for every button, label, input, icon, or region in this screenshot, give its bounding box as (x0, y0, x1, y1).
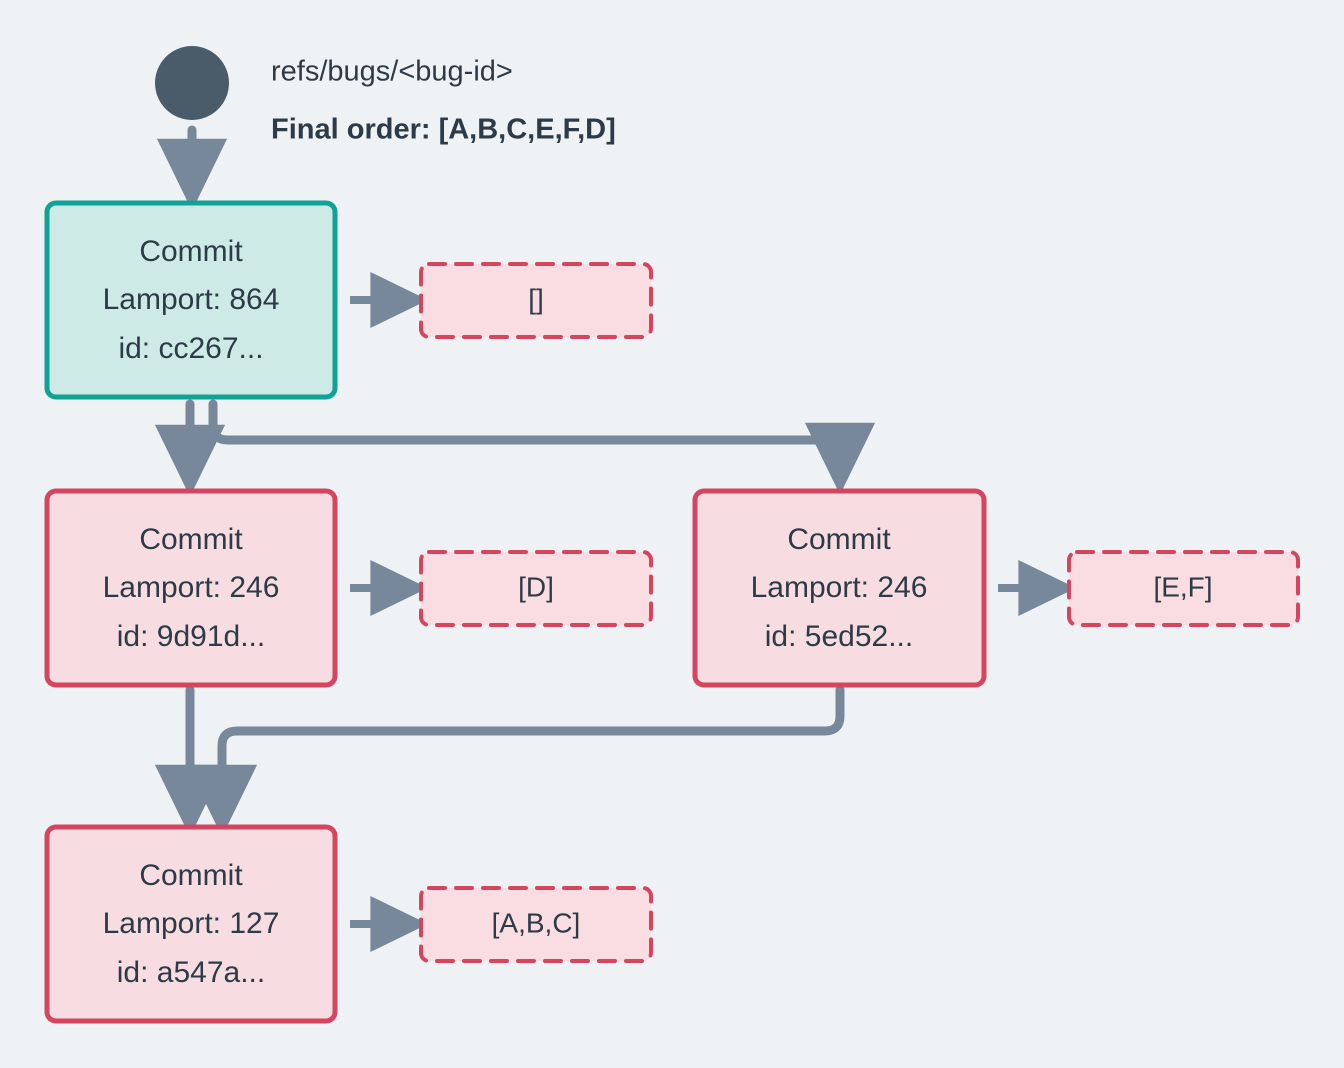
commit-node-9d91d-id: id: 9d91d... (117, 620, 265, 653)
final-order-label: Final order: [A,B,C,E,F,D] (271, 114, 616, 146)
edge-5ed52-to-a547a (186, 685, 845, 837)
commit-node-5ed52-lamport: Lamport: 246 (751, 571, 928, 604)
commit-node-9d91d-lamport: Lamport: 246 (103, 571, 280, 604)
commit-node-9d91d[interactable]: Commit Lamport: 246 id: 9d91d... (44, 488, 338, 688)
operations-box-cc267-rect (419, 262, 653, 339)
commit-node-5ed52-id: id: 5ed52... (765, 620, 913, 653)
commit-node-cc267[interactable]: Commit Lamport: 864 id: cc267... (44, 200, 338, 400)
commit-node-5ed52-title: Commit (787, 523, 891, 556)
operations-box-a547a-rect (419, 886, 653, 963)
commit-node-a547a-lamport: Lamport: 127 (103, 907, 280, 940)
ref-name-label: refs/bugs/<bug-id> (271, 56, 513, 88)
edge-cc267-to-5ed52 (208, 399, 876, 495)
commit-node-cc267-lamport: Lamport: 864 (103, 283, 280, 316)
commit-node-a547a[interactable]: Commit Lamport: 127 id: a547a... (44, 824, 338, 1024)
operations-box-5ed52-rect (1067, 550, 1300, 627)
commit-node-5ed52-box (692, 488, 987, 688)
operations-box-cc267[interactable]: [] (419, 262, 653, 339)
root-commit-circle (155, 46, 229, 120)
commit-node-a547a-id: id: a547a... (117, 956, 265, 989)
operations-box-5ed52-label: [E,F] (1153, 571, 1212, 602)
operations-box-a547a-label: [A,B,C] (492, 907, 581, 938)
commit-node-cc267-box (44, 200, 338, 400)
commit-node-cc267-id: id: cc267... (118, 332, 263, 365)
operations-box-9d91d[interactable]: [D] (419, 550, 653, 627)
operations-box-cc267-label: [] (528, 283, 544, 314)
operations-box-5ed52[interactable]: [E,F] (1067, 550, 1300, 627)
operations-box-9d91d-label: [D] (518, 571, 554, 602)
commit-node-cc267-title: Commit (139, 235, 243, 268)
commit-node-a547a-box (44, 824, 338, 1024)
commit-node-5ed52[interactable]: Commit Lamport: 246 id: 5ed52... (692, 488, 987, 688)
commit-node-9d91d-box (44, 488, 338, 688)
operations-box-a547a[interactable]: [A,B,C] (419, 886, 653, 963)
commit-node-9d91d-title: Commit (139, 523, 243, 556)
operations-box-9d91d-rect (419, 550, 653, 627)
commit-node-a547a-title: Commit (139, 859, 243, 892)
